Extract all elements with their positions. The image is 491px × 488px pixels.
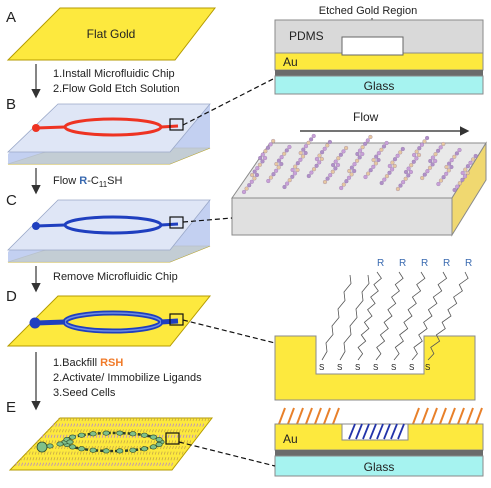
r-group-label: R — [399, 258, 406, 269]
ligand-stick — [306, 408, 312, 424]
cell — [117, 449, 123, 453]
ligand-stick — [279, 408, 285, 424]
s-atom-label: S — [391, 363, 396, 372]
adhesion-layer-top — [275, 70, 483, 76]
step-letter-e: E — [6, 399, 16, 416]
step-ab-line1: 1.Install Microfluidic Chip — [53, 68, 175, 80]
step-cd-label: Remove Microfluidic Chip — [53, 271, 178, 283]
cell — [117, 431, 123, 435]
step-de-line3: 3.Seed Cells — [53, 387, 116, 399]
step-letter-a: A — [6, 9, 16, 26]
zoom-line-e — [179, 442, 275, 466]
pdms-label: PDMS — [289, 29, 324, 43]
cell — [150, 435, 156, 439]
plate-flat-gold: Flat Gold — [8, 8, 215, 60]
au-label-top: Au — [283, 55, 298, 69]
au-label-bottom: Au — [283, 432, 298, 446]
ligand-stick — [288, 408, 294, 424]
ligand-stick — [458, 408, 464, 424]
step-letter-c: C — [6, 192, 17, 209]
alkyl-chain — [340, 275, 369, 360]
cell — [69, 435, 75, 439]
s-atom-label: S — [319, 363, 324, 372]
s-atom-label: S — [373, 363, 378, 372]
cell — [130, 448, 136, 452]
ligand-stick — [431, 408, 437, 424]
plate-step-d — [8, 296, 210, 346]
cell — [57, 442, 63, 446]
cross-section-top: Etched Gold Region PDMS Au Glass — [275, 5, 483, 94]
s-atom-label: S — [355, 363, 360, 372]
cell — [156, 437, 162, 441]
adhesion-layer-bottom — [275, 450, 483, 456]
ligand-stick — [440, 408, 446, 424]
s-atom-label: S — [409, 363, 414, 372]
zoom-line-d — [183, 320, 275, 343]
ligand-stick — [297, 408, 303, 424]
step-letter-d: D — [6, 288, 17, 305]
plate-flat-gold-label: Flat Gold — [87, 27, 136, 41]
flow-label: Flow — [353, 110, 379, 124]
etched-gold-region-callout: Etched Gold Region — [319, 5, 417, 17]
ligand-stick — [476, 408, 482, 424]
cell — [103, 449, 109, 453]
ligand-stick — [333, 408, 339, 424]
cell — [78, 433, 84, 437]
step-de-line2: 2.Activate/ Immobilize Ligands — [53, 372, 202, 384]
s-atom-label: S — [425, 363, 430, 372]
step-bc-label: Flow R-C11SH — [53, 175, 122, 189]
step-de-line1: 1.Backfill RSH — [53, 357, 123, 369]
r-group-label: R — [443, 258, 450, 269]
thiol-sam-detail: S S S S S S S R R R R R — [275, 258, 475, 400]
ligand-stick — [449, 408, 455, 424]
ligands-right — [413, 408, 482, 424]
ligand-stick — [324, 408, 330, 424]
r-group-label: R — [465, 258, 472, 269]
plate-step-e — [10, 418, 212, 470]
step-ab-line2: 2.Flow Gold Etch Solution — [53, 83, 180, 95]
cell — [141, 447, 147, 451]
ligands-left — [279, 408, 339, 424]
r-group-label: R — [377, 258, 384, 269]
cell-reservoir — [37, 442, 47, 452]
s-atom-label: S — [337, 363, 342, 372]
glass-label-top: Glass — [364, 79, 395, 93]
cell — [150, 445, 156, 449]
cell — [130, 432, 136, 436]
ligand-stick — [315, 408, 321, 424]
r-group-label: R — [421, 258, 428, 269]
chip-step-c — [8, 200, 210, 262]
ligand-stick — [467, 408, 473, 424]
etched-gap — [342, 37, 403, 55]
chip-step-b — [8, 104, 210, 164]
cell — [67, 440, 73, 444]
alkyl-chain — [322, 275, 351, 360]
cell — [141, 433, 147, 437]
cell — [90, 432, 96, 436]
cell — [47, 444, 53, 448]
glass-label-bottom: Glass — [364, 460, 395, 474]
cell — [90, 448, 96, 452]
ligand-stick — [422, 408, 428, 424]
ligand-stick — [413, 408, 419, 424]
cross-section-bottom: Au Glass — [275, 408, 483, 476]
cell — [103, 431, 109, 435]
cell — [156, 442, 162, 446]
step-letter-b: B — [6, 96, 16, 113]
flow-channel-block: Flow — [232, 110, 486, 235]
alkyl-chain — [394, 272, 425, 360]
au-layer-top — [275, 53, 483, 70]
alkyl-chain — [376, 272, 403, 360]
cell — [78, 447, 84, 451]
cell — [69, 445, 75, 449]
